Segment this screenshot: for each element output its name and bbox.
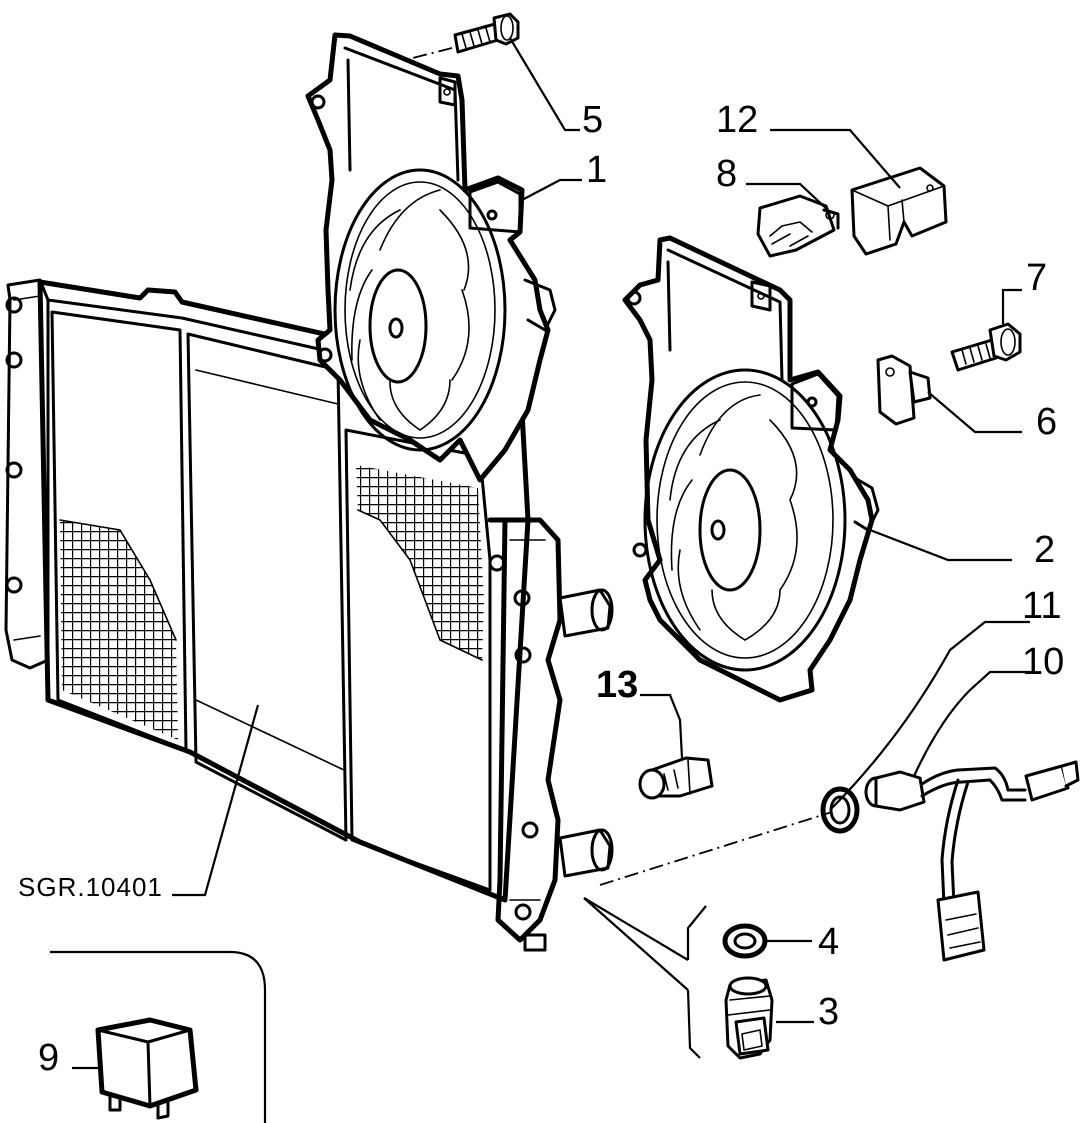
thermal-switch-3 [724, 976, 774, 1060]
bolt-7 [950, 322, 1022, 372]
callout-7: 7 [1026, 257, 1047, 299]
callout-2: 2 [1034, 529, 1055, 571]
callout-13: 13 [596, 664, 638, 706]
callout-3: 3 [818, 991, 839, 1033]
callout-labels: 5 1 12 8 7 6 2 11 10 13 4 3 9 SGR.10401 [18, 99, 1064, 1079]
callout-12: 12 [716, 99, 758, 141]
callout-9: 9 [38, 1037, 59, 1079]
fan-assembly-2 [622, 235, 880, 703]
callout-1: 1 [586, 149, 607, 191]
leader-lines [50, 37, 1034, 1123]
fan-assembly-1 [305, 32, 557, 483]
callout-10: 10 [1022, 641, 1064, 683]
callout-5: 5 [582, 99, 603, 141]
callout-8: 8 [716, 153, 737, 195]
washer-4 [722, 923, 768, 959]
sensor-harness-10 [864, 760, 1080, 962]
bolt-5 [453, 12, 520, 54]
switch-13 [638, 756, 714, 800]
connector-8 [756, 194, 840, 258]
cover-12 [850, 166, 948, 256]
drawing-code: SGR.10401 [18, 872, 163, 902]
clip-6 [876, 354, 932, 426]
callout-6: 6 [1036, 401, 1057, 443]
callout-11: 11 [1022, 585, 1061, 627]
relay-9 [95, 1017, 199, 1120]
callout-4: 4 [818, 921, 839, 963]
seal-ring-11 [820, 786, 860, 834]
